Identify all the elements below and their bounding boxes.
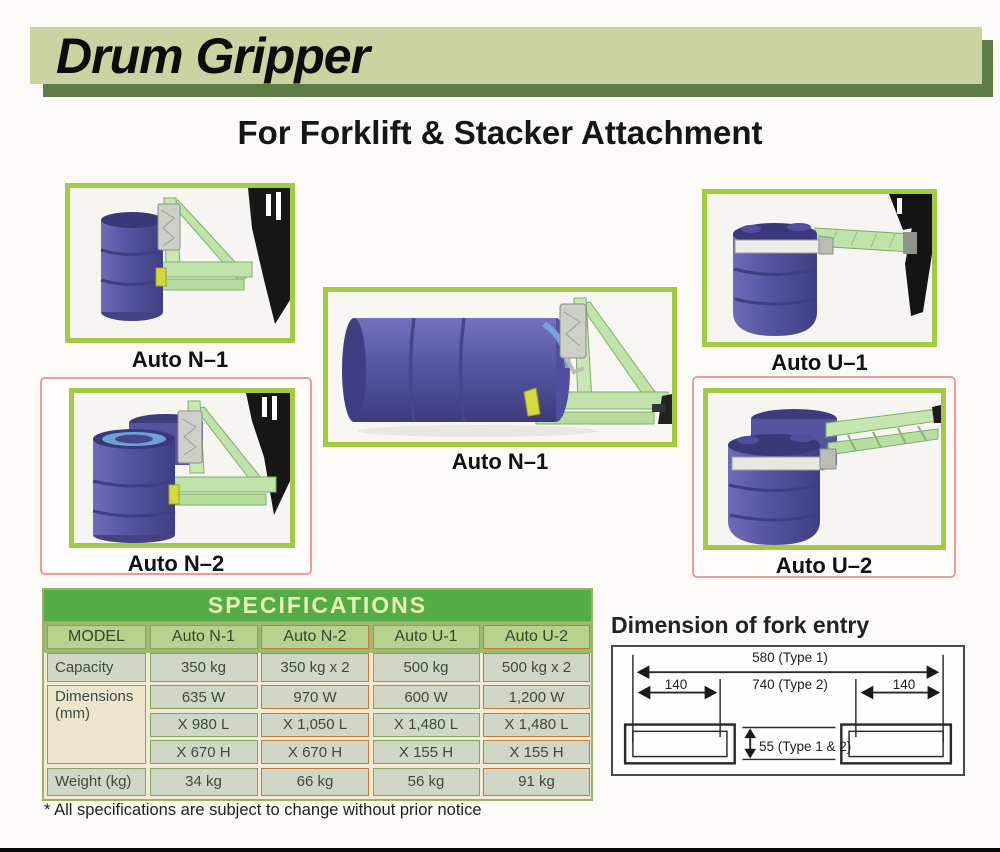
spec-rowlabel-weight: Weight (kg) (47, 767, 146, 796)
product-photo-auto-u1 (702, 189, 937, 347)
spec-dim-h-u1: X 155 H (372, 740, 480, 764)
spec-capacity-n1: 350 kg (149, 652, 258, 682)
fork-entry-diagram: 580 (Type 1) 740 (Type 2) 140 140 55 (Ty… (611, 645, 965, 776)
title-banner: Drum Gripper (30, 27, 982, 84)
fork-dim-740-type2: 740 (Type 2) (752, 677, 828, 692)
fork-entry-title: Dimension of fork entry (611, 612, 870, 638)
specifications-title: SPECIFICATIONS (44, 590, 591, 622)
product-photo-auto-n1-main (323, 287, 677, 447)
spec-dim-w-u1: 600 W (372, 685, 480, 709)
product-photo-auto-n2 (69, 388, 295, 548)
drum-gripper-horizontal-illustration (328, 292, 672, 442)
product-photo-auto-n1-side (65, 183, 295, 343)
spec-dim-h-n2: X 670 H (261, 740, 369, 764)
spec-rowlabel-dimensions: Dimensions (mm) (47, 685, 146, 764)
fork-dim-140-left: 140 (664, 677, 688, 692)
drum-gripper-u1-illustration (707, 194, 932, 342)
product-panel-auto-u2: Auto U–2 (692, 376, 956, 578)
drum-gripper-side-illustration (70, 188, 290, 338)
spec-weight-u2: 91 kg (483, 767, 590, 796)
spec-header-auto-u2: Auto U-2 (483, 625, 590, 649)
spec-dim-l-u2: X 1,480 L (483, 712, 590, 737)
specifications-panel: SPECIFICATIONS MODEL Auto N-1 Auto N-2 A… (42, 588, 593, 801)
spec-dim-h-n1: X 670 H (149, 740, 258, 764)
page-title: Drum Gripper (56, 27, 370, 84)
spec-dim-w-n1: 635 W (149, 685, 258, 709)
bottom-rule (0, 848, 1000, 852)
spec-capacity-u1: 500 kg (372, 652, 480, 682)
spec-dim-l-n1: X 980 L (149, 712, 258, 737)
spec-header-auto-n1: Auto N-1 (149, 625, 258, 649)
product-panel-auto-n2: Auto N–2 (40, 377, 312, 576)
spec-dim-h-u2: X 155 H (483, 740, 590, 764)
fork-dim-55-height: 55 (Type 1 & 2) (759, 739, 852, 754)
fork-dim-140-right: 140 (892, 677, 916, 692)
spec-rowlabel-capacity: Capacity (47, 652, 146, 682)
spec-weight-n1: 34 kg (149, 767, 258, 796)
page-subtitle: For Forklift & Stacker Attachment (237, 114, 763, 151)
spec-capacity-n2: 350 kg x 2 (261, 652, 369, 682)
spec-dim-w-n2: 970 W (261, 685, 369, 709)
footnote: * All specifications are subject to chan… (44, 801, 482, 819)
spec-header-model: MODEL (47, 625, 146, 649)
product-photo-auto-u2 (703, 388, 946, 550)
drum-gripper-u2-illustration (708, 393, 941, 545)
spec-dim-l-u1: X 1,480 L (372, 712, 480, 737)
drum-gripper-n2-illustration (74, 393, 290, 543)
fork-entry-dimension-lines (623, 654, 953, 765)
product-caption-auto-n2: Auto N–2 (127, 551, 225, 576)
spec-dim-l-n2: X 1,050 L (261, 712, 369, 737)
spec-dim-w-u2: 1,200 W (483, 685, 590, 709)
product-caption-auto-n1-side: Auto N–1 (131, 347, 229, 372)
spec-weight-u1: 56 kg (372, 767, 480, 796)
fork-dim-580-type1: 580 (Type 1) (752, 650, 828, 665)
product-caption-auto-u2: Auto U–2 (775, 553, 873, 578)
specifications-table: MODEL Auto N-1 Auto N-2 Auto U-1 Auto U-… (44, 622, 591, 799)
spec-capacity-u2: 500 kg x 2 (483, 652, 590, 682)
spec-header-auto-u1: Auto U-1 (372, 625, 480, 649)
product-caption-auto-u1: Auto U–1 (771, 350, 868, 375)
product-caption-auto-n1-main: Auto N–1 (451, 449, 549, 474)
spec-weight-n2: 66 kg (261, 767, 369, 796)
spec-header-auto-n2: Auto N-2 (261, 625, 369, 649)
